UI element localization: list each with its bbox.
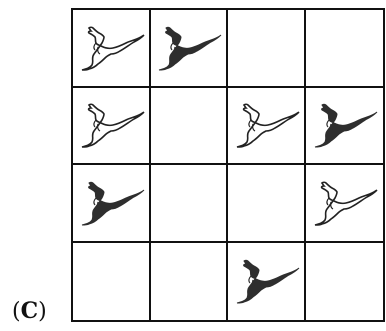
dark-kangaroo-icon: [153, 23, 223, 73]
white-kangaroo-icon: [76, 100, 146, 150]
grid-cell: [306, 88, 384, 166]
kangaroo-grid: [71, 8, 385, 322]
white-kangaroo-icon: [231, 100, 301, 150]
grid-cell: [228, 88, 306, 166]
white-kangaroo-icon: [76, 23, 146, 73]
grid-cell: [228, 165, 306, 243]
grid-cell: [73, 243, 151, 321]
dark-kangaroo-icon: [76, 178, 146, 228]
grid-cell: [73, 88, 151, 166]
grid-cell: [73, 10, 151, 88]
grid-cell: [151, 88, 229, 166]
dark-kangaroo-icon: [309, 100, 379, 150]
dark-kangaroo-icon: [231, 256, 301, 306]
option-label: (C): [12, 296, 47, 327]
grid-cell: [306, 165, 384, 243]
grid-cell: [151, 165, 229, 243]
white-kangaroo-icon: [309, 178, 379, 228]
grid-cell: [306, 243, 384, 321]
grid-cell: [73, 165, 151, 243]
grid-cell: [151, 10, 229, 88]
grid-cell: [228, 10, 306, 88]
grid-cell: [151, 243, 229, 321]
option-letter: C: [21, 298, 39, 324]
grid-cell: [228, 243, 306, 321]
grid-cell: [306, 10, 384, 88]
